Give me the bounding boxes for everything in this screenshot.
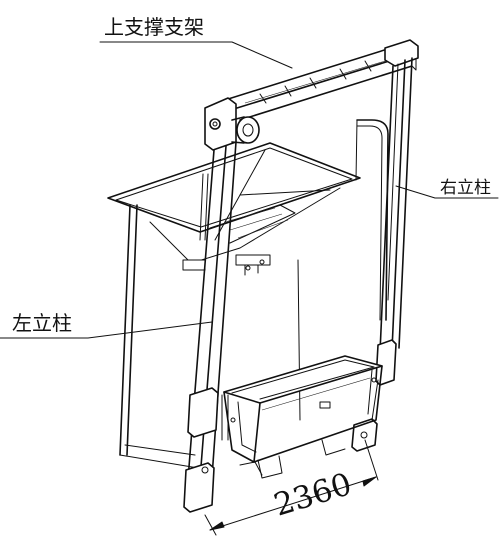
label-right-column: 右立柱 xyxy=(440,178,491,198)
label-dimension: 2360 xyxy=(270,466,356,523)
label-top-support: 上支撑支架 xyxy=(104,15,204,39)
bottom-trough xyxy=(223,355,383,479)
top-support-beam xyxy=(224,39,419,121)
rear-legs xyxy=(119,173,301,471)
dimension-line xyxy=(204,439,379,536)
right-column xyxy=(351,57,413,452)
leader-lines xyxy=(0,41,499,339)
label-left-column: 左立柱 xyxy=(12,311,72,335)
left-column xyxy=(183,97,260,513)
hopper-assembly xyxy=(107,142,361,276)
